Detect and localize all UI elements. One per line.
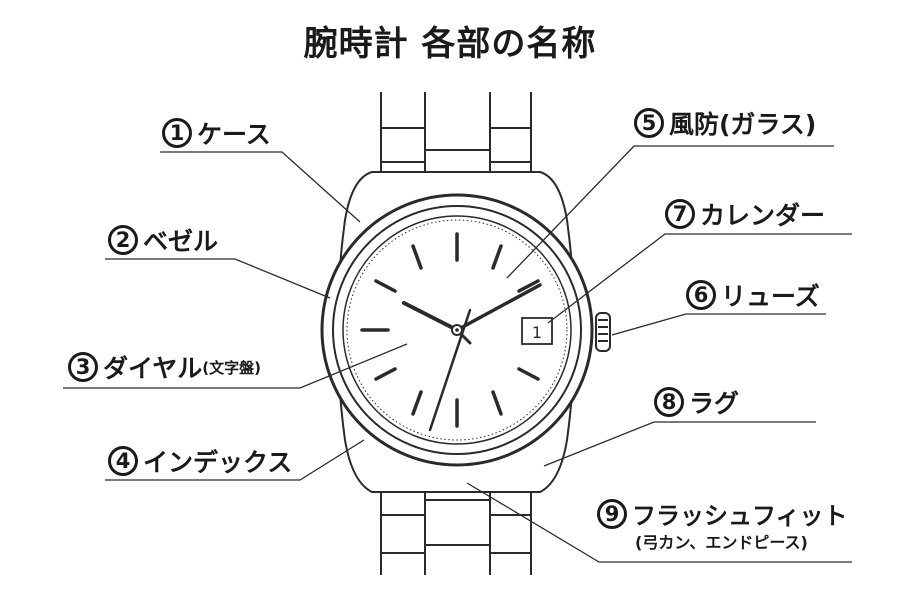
label-dial: 3 ダイヤル (文字盤): [68, 349, 261, 385]
number-badge-5: 5: [634, 108, 664, 138]
hands: [402, 283, 542, 432]
date-window: [521, 317, 553, 345]
label-case: 1 ケース: [162, 115, 271, 151]
label-bezel: 2 ベゼル: [108, 222, 218, 258]
label-glass: 5 風防(ガラス): [634, 105, 816, 141]
number-badge-1: 1: [162, 118, 192, 148]
number-badge-9: 9: [597, 498, 627, 529]
leader-flush-fit: [466, 482, 852, 563]
label-calendar: 7 カレンダー: [665, 196, 825, 232]
crown: [595, 312, 611, 352]
label-text: ラグ: [689, 389, 740, 418]
label-text: インデックス: [143, 448, 293, 477]
leader-case: [160, 151, 361, 223]
leader-calendar: [547, 233, 852, 324]
label-text: カレンダー: [700, 201, 826, 230]
label-text: ケース: [197, 120, 271, 149]
dial: [342, 215, 572, 445]
number-badge-2: 2: [108, 225, 138, 255]
leader-lug: [543, 421, 816, 467]
label-crown: 6 リューズ: [686, 277, 820, 313]
label-lug: 8 ラグ: [654, 384, 739, 420]
label-text: ベゼル: [143, 227, 219, 256]
date-number: 1: [532, 323, 542, 342]
label-flush-fit: 9 フラッシュフィット (弓カン、エンドピース): [597, 496, 848, 553]
indices: [360, 232, 540, 428]
label-text: フラッシュフィット: [632, 502, 848, 530]
leader-dial: [63, 343, 408, 389]
hour-hand: [402, 301, 459, 332]
label-text: リューズ: [721, 282, 820, 311]
leader-bezel: [105, 258, 331, 299]
label-subtext: (文字盤): [202, 358, 261, 377]
number-badge-7: 7: [665, 199, 695, 229]
leader-glass: [506, 145, 834, 279]
second-hand: [428, 308, 472, 432]
watch-drawing: [320, 92, 611, 575]
diagram-title: 腕時計 各部の名称: [303, 24, 597, 64]
label-text: ダイヤル: [103, 354, 203, 383]
leader-crown: [611, 313, 826, 336]
label-text: 風防(ガラス): [669, 110, 817, 139]
minute-hand: [455, 283, 542, 332]
number-badge-8: 8: [654, 387, 684, 417]
label-index: 4 インデックス: [108, 443, 292, 479]
label-subtext: (弓カン、エンドピース): [635, 533, 808, 552]
number-badge-6: 6: [686, 280, 716, 310]
upper-bracelet: [380, 92, 532, 200]
number-badge-4: 4: [108, 446, 138, 476]
number-badge-3: 3: [68, 352, 98, 382]
leader-index: [105, 439, 365, 481]
leader-lines: [63, 145, 852, 563]
